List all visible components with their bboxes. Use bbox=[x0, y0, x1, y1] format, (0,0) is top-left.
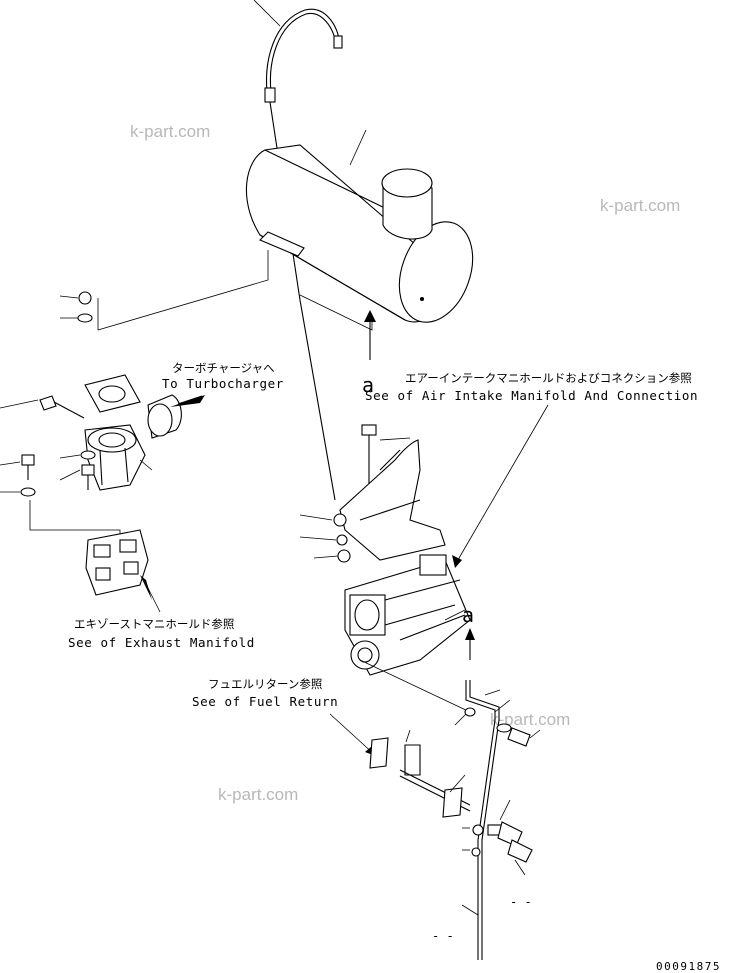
watermark: k-part.com bbox=[600, 196, 680, 215]
exhaust-manifold bbox=[85, 529, 161, 613]
reference-arrow-a: a bbox=[362, 310, 376, 397]
reference-arrow-a-right: a bbox=[462, 603, 475, 660]
fuel-return-callout-jp: フュエルリターン参照 bbox=[208, 677, 322, 691]
part-mark: - - bbox=[432, 929, 454, 943]
turbo-callout-en: To Turbocharger bbox=[162, 376, 284, 391]
watermark: k-part.com bbox=[490, 710, 570, 729]
reference-mark-a: a bbox=[362, 373, 374, 397]
intake-bracket-assembly bbox=[299, 424, 446, 563]
watermark: k-part.com bbox=[218, 785, 298, 804]
turbo-callout-jp: ターボチャージャへ bbox=[172, 361, 275, 375]
fuel-return-pipe bbox=[369, 680, 541, 960]
air-intake-callout-en: See of Air Intake Manifold And Connectio… bbox=[365, 388, 698, 403]
reference-mark-a: a bbox=[462, 603, 474, 627]
assembly-leaders bbox=[59, 250, 373, 331]
turbo-connector-parts bbox=[0, 374, 205, 545]
drawing-number: 00091875 bbox=[656, 960, 721, 973]
air-cleaner-body bbox=[245, 129, 474, 323]
intake-manifold bbox=[344, 554, 471, 713]
watermark: k-part.com bbox=[130, 122, 210, 141]
exhaust-callout-en: See of Exhaust Manifold bbox=[68, 635, 255, 650]
exhaust-callout-jp: エキゾーストマニホールド参照 bbox=[74, 617, 234, 631]
part-mark: - - bbox=[510, 895, 532, 909]
fuel-return-callout-en: See of Fuel Return bbox=[192, 694, 338, 709]
air-intake-callout-jp: エアーインテークマニホールドおよびコネクション参照 bbox=[405, 371, 692, 385]
